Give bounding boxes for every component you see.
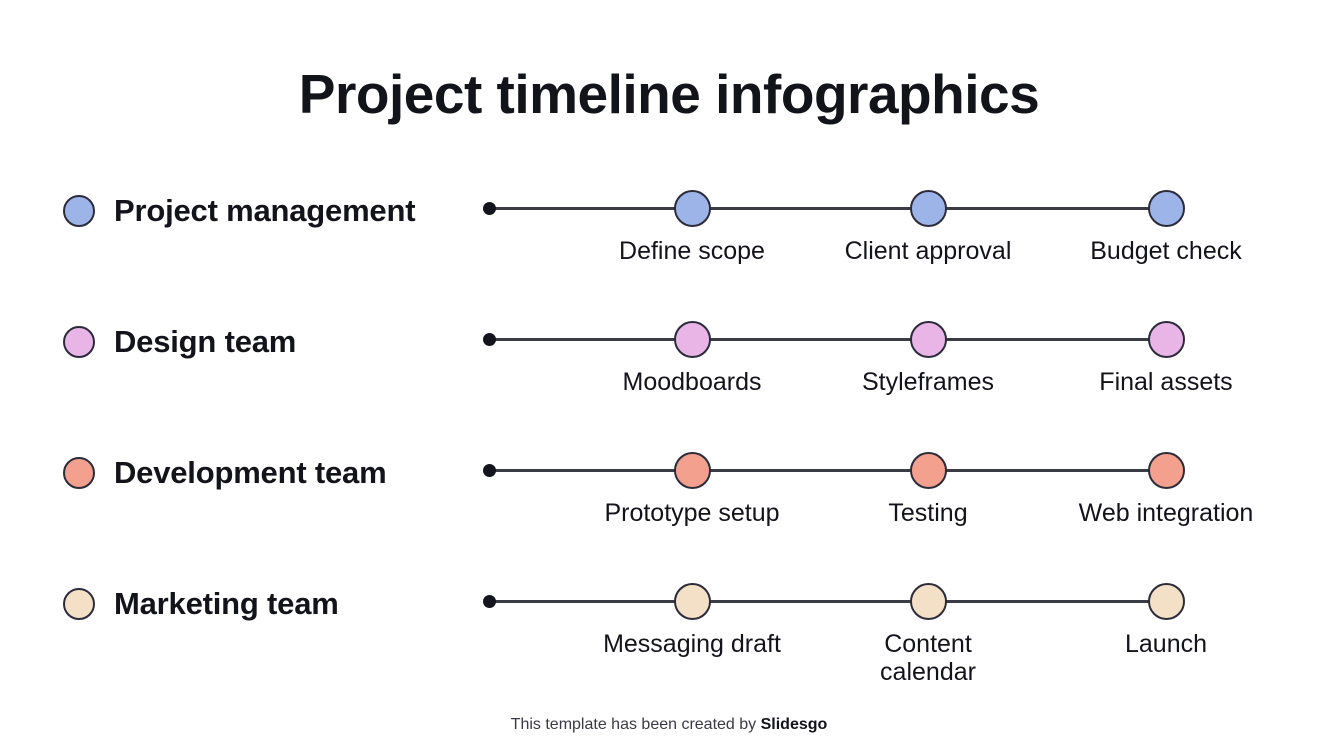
- milestone-label: Final assets: [1099, 368, 1233, 396]
- legend-dot-icon: [63, 195, 95, 227]
- milestone-node-icon[interactable]: [1148, 452, 1185, 489]
- milestone-node-icon[interactable]: [910, 452, 947, 489]
- milestone-label: Moodboards: [622, 368, 762, 396]
- legend-marketing-team[interactable]: Marketing team: [63, 586, 339, 622]
- milestone-node-icon[interactable]: [674, 190, 711, 227]
- milestone-label: Define scope: [619, 237, 765, 265]
- milestone-node-icon[interactable]: [1148, 583, 1185, 620]
- legend-label: Project management: [114, 193, 416, 228]
- legend-label: Marketing team: [114, 586, 339, 621]
- page-title: Project timeline infographics: [298, 63, 1040, 125]
- legend-development-team[interactable]: Development team: [63, 455, 387, 491]
- timeline-line: [488, 600, 1166, 603]
- timeline-start-dot-icon: [483, 464, 496, 477]
- milestone-label: Prototype setup: [604, 499, 780, 527]
- milestone-node-icon[interactable]: [910, 583, 947, 620]
- milestone-label: Web integration: [1078, 499, 1254, 527]
- milestone-label: Content calendar: [880, 630, 976, 686]
- timeline-start-dot-icon: [483, 202, 496, 215]
- timeline-line: [488, 469, 1166, 472]
- milestone-node-icon[interactable]: [674, 583, 711, 620]
- timeline-track-project-management: Define scope Client approval Budget check: [483, 178, 1243, 309]
- legend-design-team[interactable]: Design team: [63, 324, 296, 360]
- legend-dot-icon: [63, 326, 95, 358]
- timeline-start-dot-icon: [483, 595, 496, 608]
- timeline-track-development-team: Prototype setup Testing Web integration: [483, 440, 1253, 571]
- milestone-label: Budget check: [1090, 237, 1242, 265]
- milestone-label: Styleframes: [862, 368, 994, 396]
- timeline-track-design-team: Moodboards Styleframes Final assets: [483, 309, 1243, 440]
- milestone-label: Client approval: [844, 237, 1012, 265]
- timeline-track-marketing-team: Messaging draft Content calendar Launch: [483, 571, 1243, 702]
- timeline-start-dot-icon: [483, 333, 496, 346]
- milestone-label: Messaging draft: [603, 630, 781, 658]
- milestone-node-icon[interactable]: [1148, 190, 1185, 227]
- legend-dot-icon: [63, 457, 95, 489]
- milestone-node-icon[interactable]: [910, 190, 947, 227]
- legend-label: Development team: [114, 455, 387, 490]
- footer-credit: This template has been created by Slides…: [0, 716, 1338, 734]
- footer-credit-text: This template has been created by: [510, 716, 761, 733]
- milestone-label: Launch: [1124, 630, 1208, 658]
- milestone-node-icon[interactable]: [910, 321, 947, 358]
- legend-label: Design team: [114, 324, 297, 359]
- legend-dot-icon: [63, 588, 95, 620]
- milestone-node-icon[interactable]: [674, 321, 711, 358]
- timeline-line: [488, 207, 1166, 210]
- milestone-node-icon[interactable]: [674, 452, 711, 489]
- slidesgo-brand: Slidesgo: [760, 716, 828, 733]
- milestone-label: Testing: [888, 499, 968, 527]
- legend-project-management[interactable]: Project management: [63, 193, 416, 229]
- timeline-line: [488, 338, 1166, 341]
- milestone-node-icon[interactable]: [1148, 321, 1185, 358]
